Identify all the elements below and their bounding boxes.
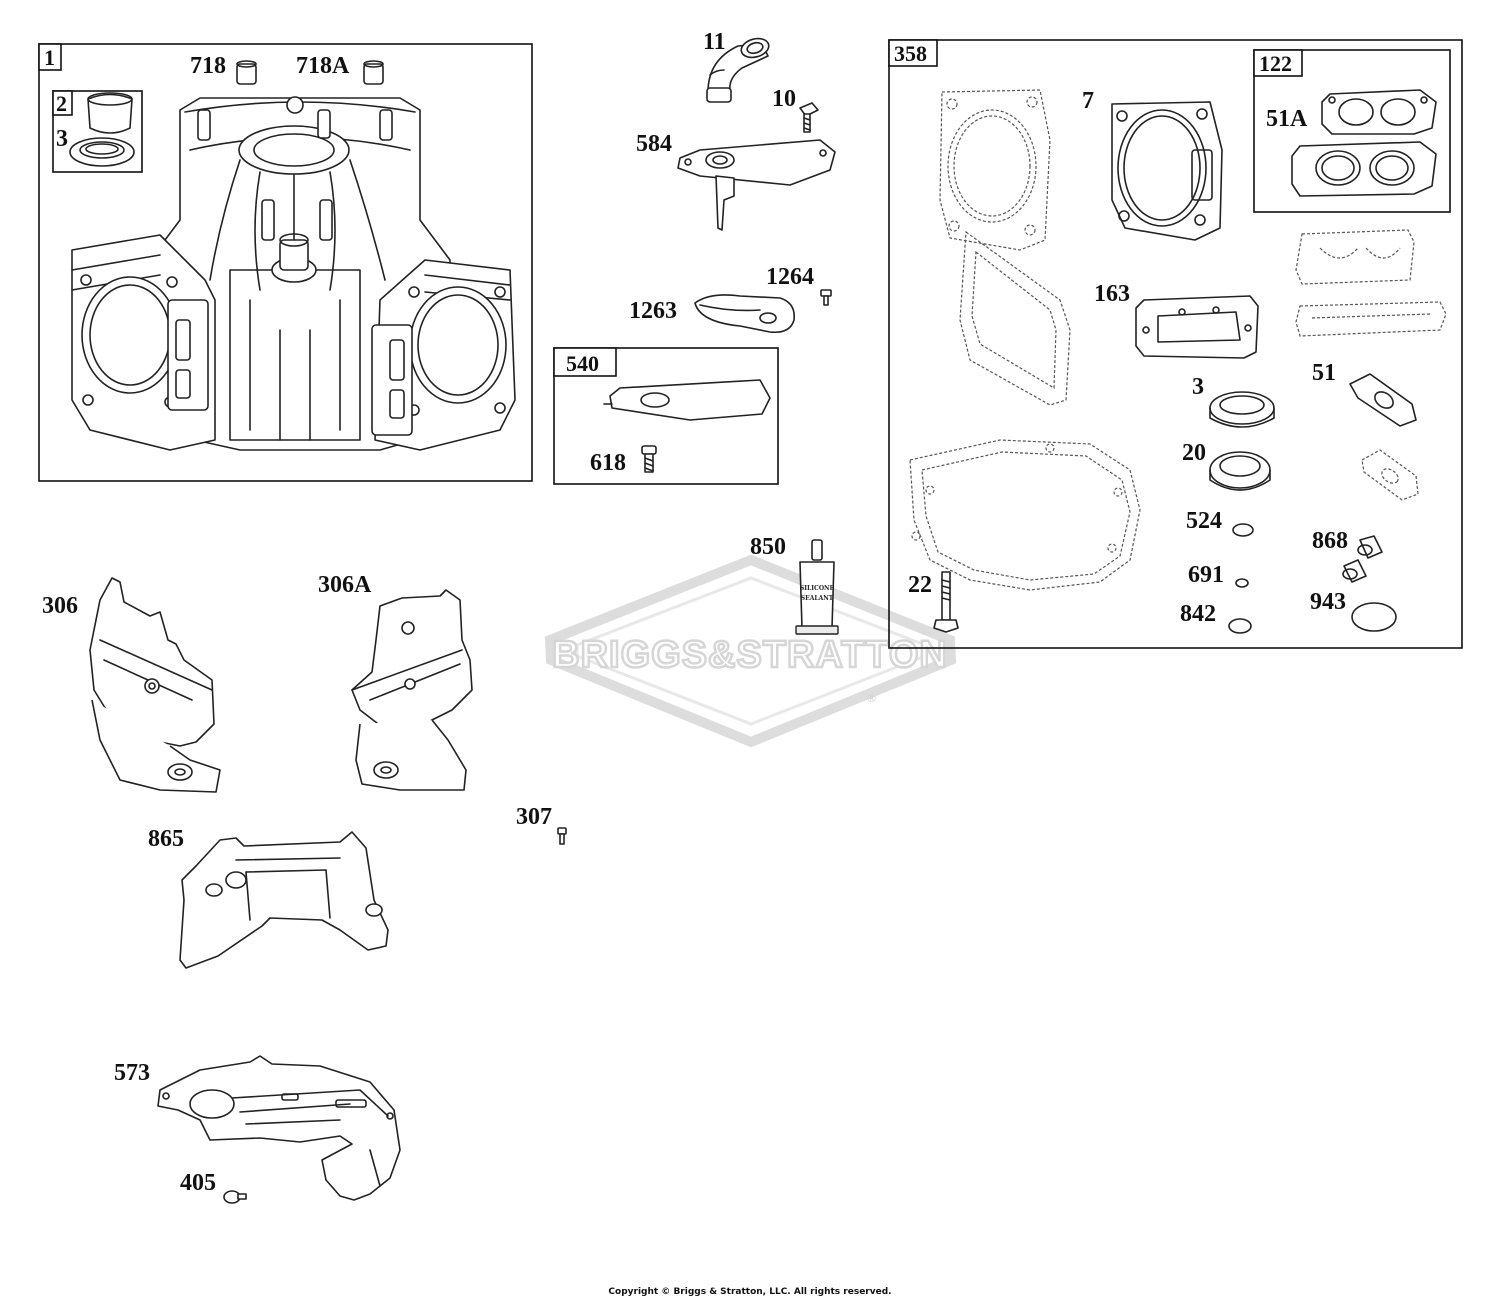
shield-box: 540 618 <box>553 347 779 485</box>
screw-label-405: 405 <box>180 1170 216 1196</box>
shroud-label-306: 306 <box>42 593 78 619</box>
cylinder-box: 1 2 3 718 718A <box>38 43 533 482</box>
screw-307-part <box>557 827 567 845</box>
sealant-tube-part: SILICONE SEALANT <box>795 539 839 635</box>
gasket-label-51: 51 <box>1312 360 1336 386</box>
shroud-label-865: 865 <box>148 826 184 852</box>
oring-label-943: 943 <box>1310 589 1346 615</box>
ring-842-part <box>1228 618 1252 634</box>
intake-gasket-box-frame <box>1253 49 1451 213</box>
reed-valve-part <box>694 294 796 334</box>
tube-label-11: 11 <box>703 29 726 55</box>
sealant-tube-text-2: SEALANT <box>801 595 834 602</box>
intake-gasket-box-tag <box>1253 49 1303 77</box>
intake-gasket-box-number: 122 <box>1259 51 1292 76</box>
bolt-22-part <box>933 571 959 633</box>
screw-label-307: 307 <box>516 804 552 830</box>
right-cylinder-part <box>371 259 516 451</box>
oil-seal-3-part <box>1209 391 1275 428</box>
air-guide-part <box>603 379 771 421</box>
dowel-label-718: 718 <box>190 53 226 79</box>
bearing-20-part <box>1209 451 1271 491</box>
ring-label-842: 842 <box>1180 601 1216 627</box>
sump-gasket-dashed-part <box>909 439 1141 591</box>
screw-label-10: 10 <box>772 86 796 112</box>
bearing-label-20: 20 <box>1182 440 1206 466</box>
oil-seal-part <box>69 137 135 167</box>
head-gasket-7-part <box>1111 101 1223 241</box>
bushing-part <box>87 92 133 134</box>
watermark-registered-mark: ® <box>866 692 877 705</box>
baffle-label-573: 573 <box>114 1060 150 1086</box>
oring-943-part <box>1351 602 1397 632</box>
screw-label-618: 618 <box>590 450 626 476</box>
cylinder-shroud-306-part <box>89 577 221 793</box>
plug-868-part <box>1342 535 1383 583</box>
cylinder-box-frame <box>38 43 533 482</box>
valve-cover-gasket-dashed-part <box>959 230 1071 406</box>
gasket-set-box-number: 358 <box>894 41 927 66</box>
screw-1264-part <box>820 289 832 306</box>
cylinder-box-number: 1 <box>44 45 55 70</box>
dowel-label-718A: 718A <box>296 53 350 79</box>
plug-label-868: 868 <box>1312 528 1348 554</box>
bearing-subbox-tag <box>52 90 73 116</box>
washer-691-part <box>1235 578 1249 588</box>
shield-box-number: 540 <box>566 351 599 376</box>
dowel-718A-part <box>363 60 384 85</box>
screw-10-part <box>799 102 819 133</box>
seal-label-3b: 3 <box>1192 374 1204 400</box>
manifold-gasket-dashed-part <box>1295 301 1447 337</box>
intake-gasket-51A-bottom-part <box>1291 141 1437 197</box>
gasket-set-box-tag <box>888 39 938 67</box>
left-cylinder-part <box>71 234 216 451</box>
cylinder-box-tag <box>38 43 62 71</box>
ring-label-524: 524 <box>1186 508 1222 534</box>
breather-tube-part <box>706 37 770 103</box>
screw-618-part <box>641 445 657 473</box>
shroud-865-part <box>179 831 389 969</box>
screw-405-part <box>223 1190 247 1204</box>
plate-label-584: 584 <box>636 131 672 157</box>
gasket-51-part <box>1349 373 1417 427</box>
sealant-label-850: 850 <box>750 534 786 560</box>
bearing-subbox-frame <box>52 90 143 173</box>
copyright-notice: Copyright © Briggs & Stratton, LLC. All … <box>608 1287 892 1297</box>
reed-label-1263: 1263 <box>629 298 677 324</box>
intake-gasket-51A-top-part <box>1321 89 1437 135</box>
cylinder-shroud-306A-part <box>351 589 473 791</box>
watermark-text: BRIGGS&STRATTON <box>552 634 948 676</box>
bolt-label-22: 22 <box>908 572 932 598</box>
sealant-group: 850 SILICONE SEALANT <box>750 534 839 635</box>
intake-gasket-label-51A: 51A <box>1266 106 1308 132</box>
breather-group: 11 10 584 1264 1263 <box>629 29 836 334</box>
bearing-subbox-number: 2 <box>56 91 67 116</box>
shroud-label-306A: 306A <box>318 572 372 598</box>
gasket-label-163: 163 <box>1094 281 1130 307</box>
brand-watermark: BRIGGS&STRATTON ® <box>544 554 957 748</box>
shield-box-tag <box>553 347 617 377</box>
seal-label-3: 3 <box>56 126 68 152</box>
dowel-718-part <box>236 60 257 85</box>
intake-gasket-dashed-part <box>1295 229 1415 285</box>
head-gasket-label-7: 7 <box>1082 88 1094 114</box>
gasket-51-dashed-part <box>1361 449 1419 501</box>
breather-plate-part <box>677 139 836 231</box>
gasket-set-box: 358 7 122 51A <box>888 39 1463 649</box>
washer-label-691: 691 <box>1188 562 1224 588</box>
screw-label-1264: 1264 <box>766 264 814 290</box>
head-gasket-dashed-part <box>939 89 1051 251</box>
shield-box-frame <box>553 347 779 485</box>
gasket-set-box-frame <box>888 39 1463 649</box>
ring-524-part <box>1232 523 1254 537</box>
blower-housing-baffle-573-part <box>157 1055 401 1201</box>
sealant-tube-text-1: SILICONE <box>800 585 835 592</box>
gasket-163-part <box>1135 295 1259 359</box>
